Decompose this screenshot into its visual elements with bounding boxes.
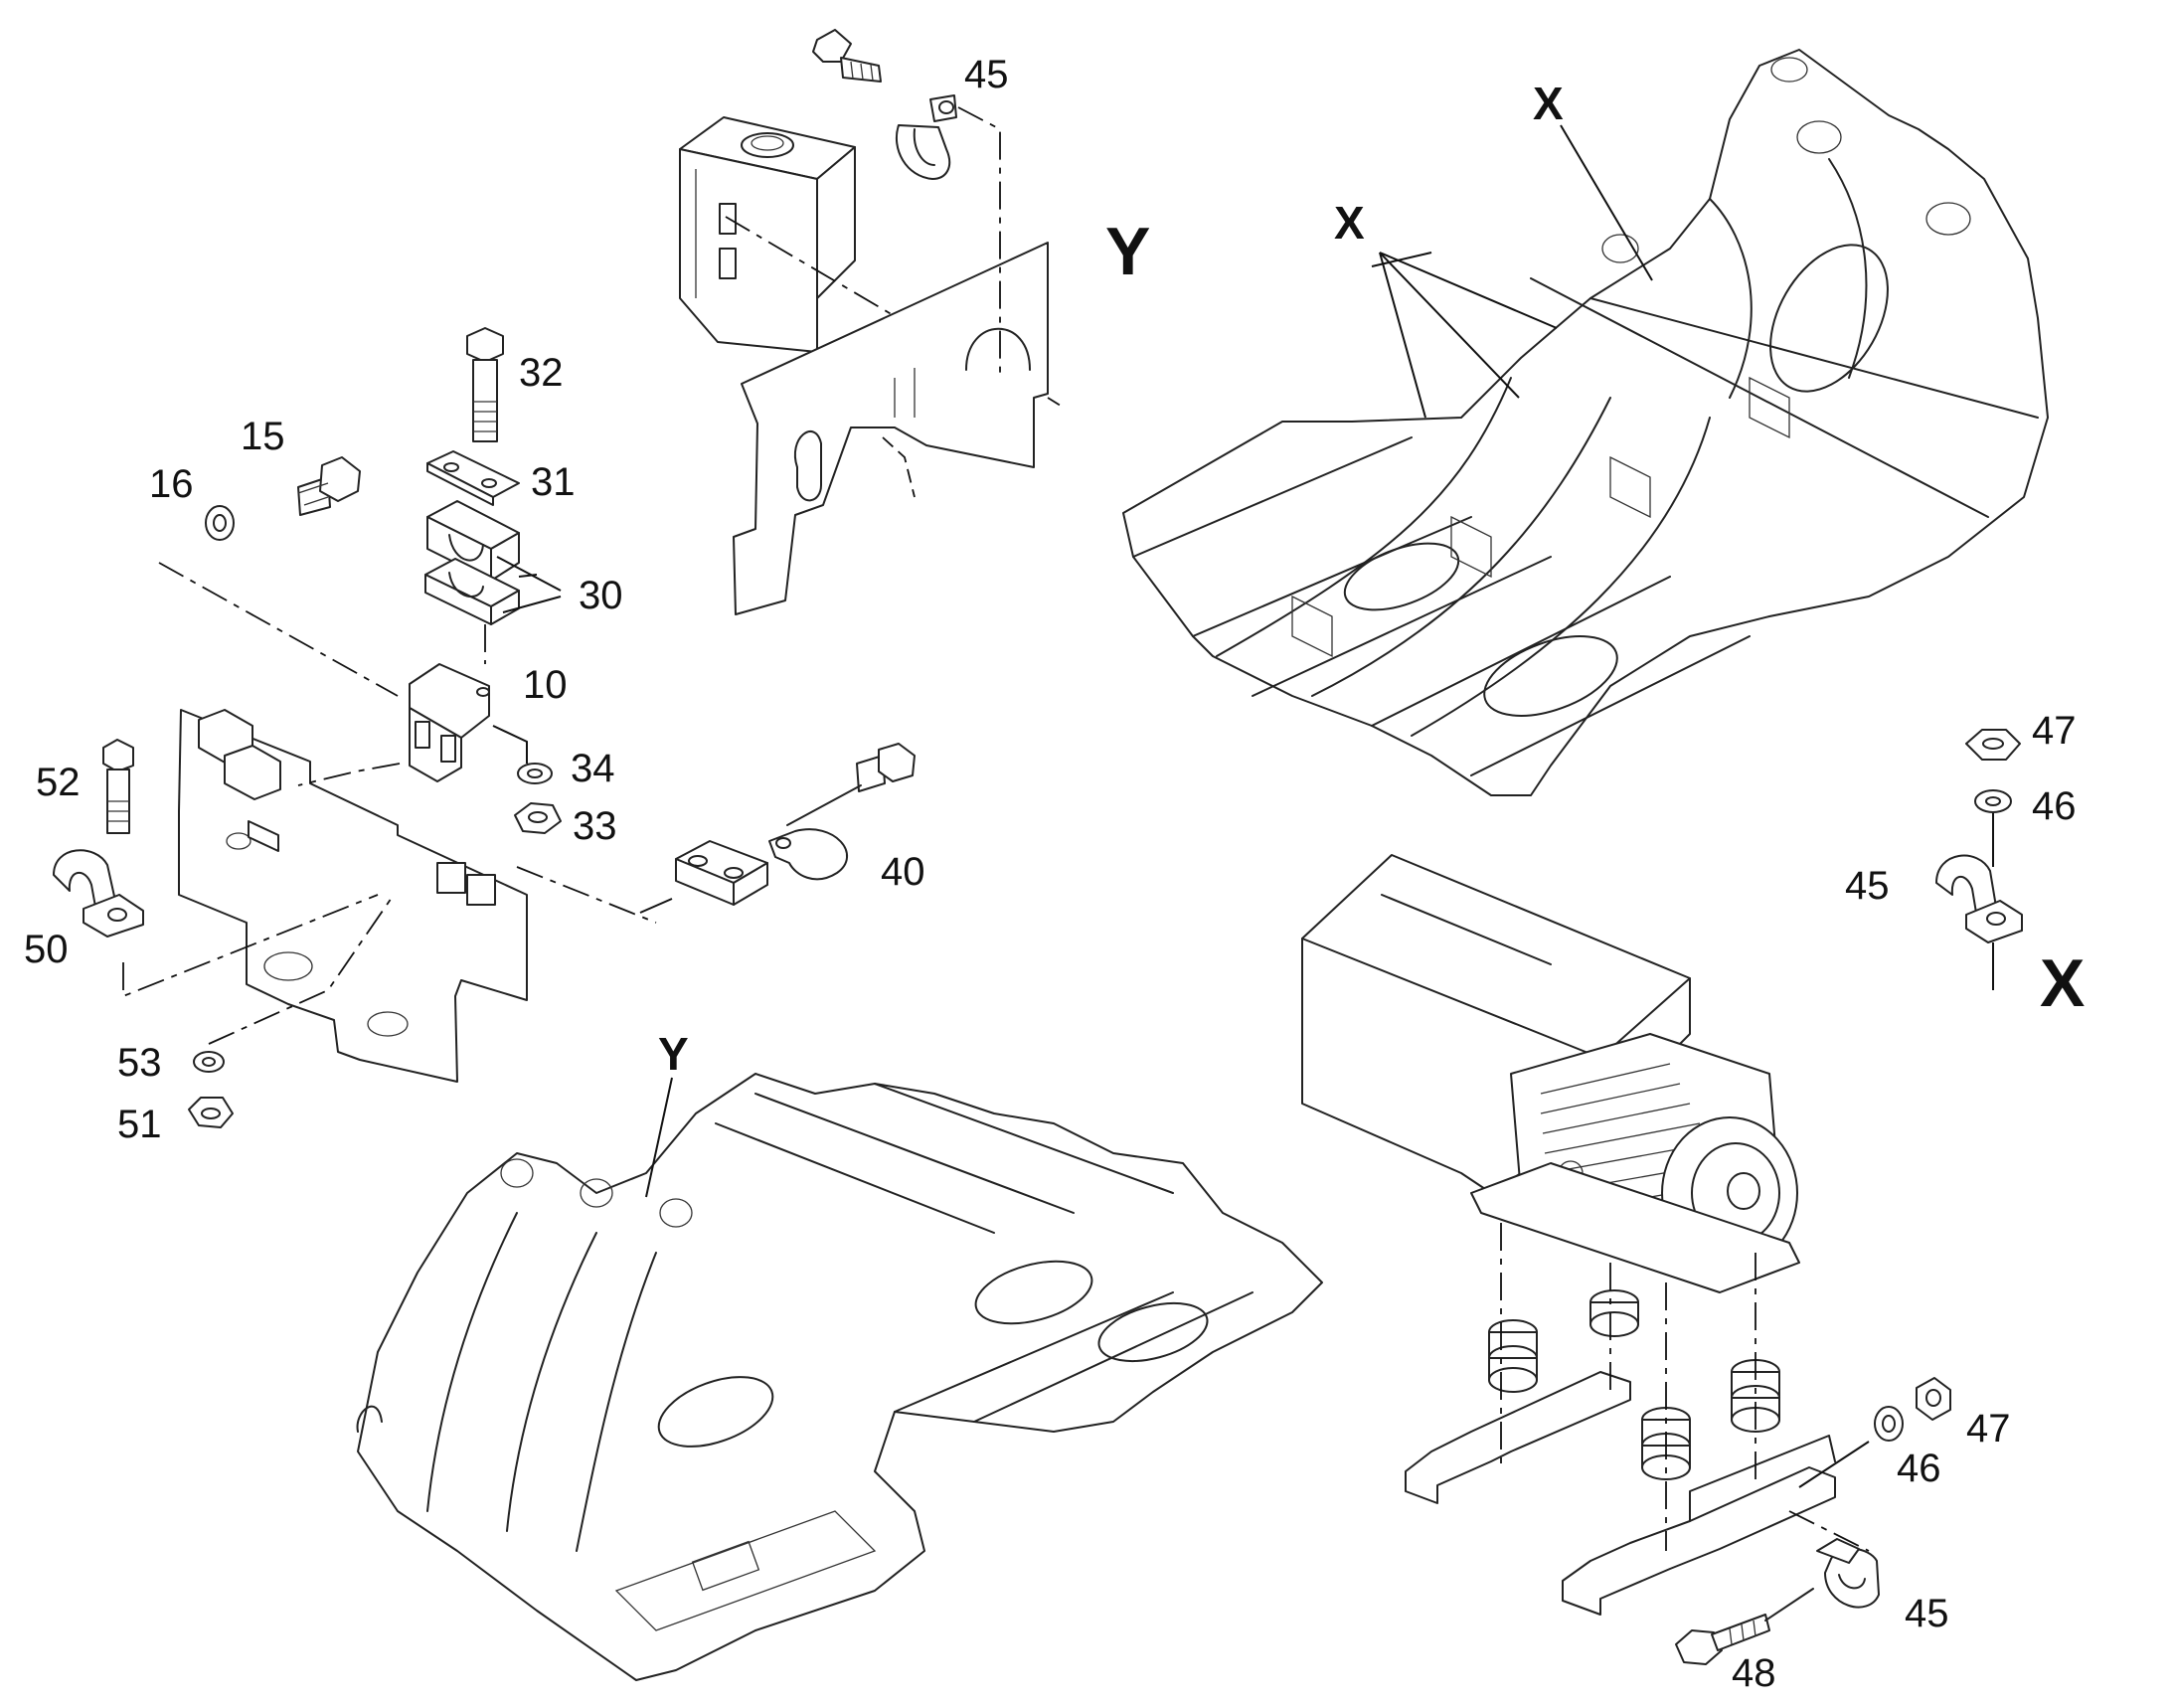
label-10: 10 [523,663,568,707]
label-16: 16 [149,462,194,506]
label-45-right: 45 [1845,864,1890,908]
dash-53-to-plate [208,894,395,1045]
rubber-mount-1 [1488,1319,1538,1393]
label-40: 40 [881,850,925,894]
motor-assembly [1301,854,1951,1665]
detail-y-bolt [812,29,882,83]
nut-51 [188,1097,234,1128]
view-label-y-detail: Y [1105,214,1150,289]
dash-plate-to-block [516,866,657,924]
label-51: 51 [117,1103,162,1146]
label-46-bottom: 46 [1897,1447,1941,1490]
bracket-10 [409,663,490,782]
label-52: 52 [36,761,81,804]
clamp-45-bottom [1816,1538,1880,1609]
label-45-top: 45 [964,53,1009,96]
bolt-40 [786,743,916,826]
clamp-50 [53,849,144,938]
dash-10-to-plate [297,763,401,786]
motor-base-plate [1470,1162,1800,1293]
nut-33 [514,802,562,834]
detail-y-dash-line-4 [1047,397,1065,409]
nut-47-bottom [1916,1377,1951,1421]
label-53: 53 [117,1041,162,1085]
bolt-32 [466,327,504,442]
crane-frame-bottom-center [356,1073,1323,1681]
clamp-40 [768,828,849,881]
detail-y-dash-line-1 [725,216,896,317]
nut-47-detail-x [1965,729,2021,761]
view-label-x-frame-1: X [1533,78,1564,129]
washer-46-detail-x [1974,789,2012,813]
detail-y-mounting-plate [733,242,1049,615]
view-label-y-frame: Y [658,1028,689,1080]
detail-y-dash-line-3 [882,436,916,498]
cover-plate-31 [426,450,520,506]
dash-16-to-10 [158,562,399,697]
label-34: 34 [571,747,615,790]
bolt-dash-bottom [1788,1510,1870,1552]
washer-53 [193,1051,225,1073]
clamp-block [675,840,768,906]
label-32: 32 [519,351,564,395]
washer-34 [517,763,553,784]
detail-y-dash-line-2 [957,106,1001,378]
label-45-bottom: 45 [1905,1592,1949,1635]
view-labels: Y X X Y X [658,78,2085,1080]
detail-x-assembly [1935,729,2023,990]
label-15: 15 [241,415,285,458]
dash-50-to-plate [122,894,379,998]
washer-46-bottom [1874,1406,1904,1442]
dash-10-to-34 [492,725,528,764]
detail-y-bracket-block [679,116,856,353]
label-48: 48 [1732,1651,1776,1695]
label-47-right: 47 [2032,709,2077,753]
left-clamp-assembly [53,327,916,1128]
bolt-15 [297,456,361,516]
label-30: 30 [579,574,623,617]
leader-lines [496,124,1653,1198]
label-31: 31 [531,460,576,504]
clamp-45-detail-x [1935,854,2023,943]
part-number-labels: 45 32 15 16 31 30 10 34 33 52 40 50 53 5… [24,53,2077,1695]
label-50: 50 [24,928,69,971]
label-46-right: 46 [2032,784,2077,828]
view-label-x-detail: X [2040,945,2085,1021]
washer-leader-bottom [1798,1441,1870,1488]
label-33: 33 [573,804,617,848]
view-label-x-frame-2: X [1334,197,1365,249]
crane-frame-top-right [1122,49,2049,796]
mount-bracket-right [1562,1466,1836,1616]
label-47-bottom: 47 [1966,1407,2011,1451]
dash-block-tail [639,898,673,914]
mount-bracket-left [1405,1371,1631,1504]
washer-16 [205,505,235,541]
bolt-52 [102,739,134,834]
detail-y-assembly [679,29,1065,615]
left-mounting-plate [178,709,528,1083]
bolt-48 [1675,1588,1814,1665]
detail-y-clamp [895,94,957,180]
rubber-mount-2 [1589,1289,1639,1337]
